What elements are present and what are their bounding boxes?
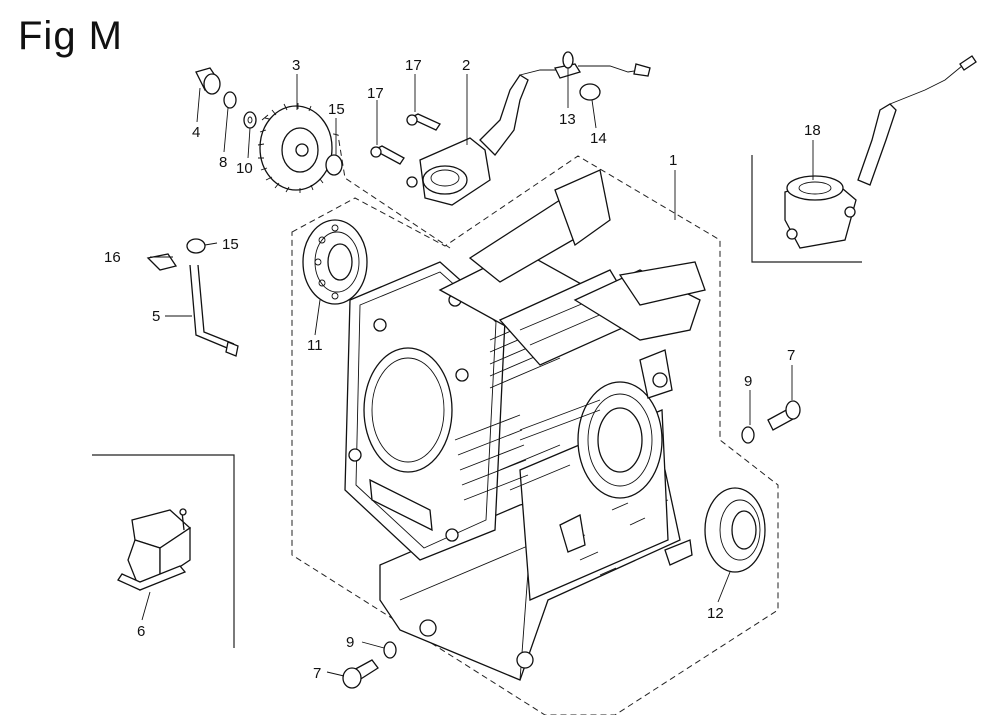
part-9a-washer [741, 426, 755, 444]
part-15a-nut [325, 154, 343, 176]
figure-title: Fig M [18, 14, 123, 58]
callout-9-lower: 9 [346, 634, 354, 651]
callout-10: 10 [236, 160, 253, 177]
callout-8: 8 [219, 154, 227, 171]
part-3-gear [257, 103, 333, 193]
callout-17-upper: 17 [405, 57, 422, 74]
part-16-clip [146, 253, 178, 271]
callout-6: 6 [137, 623, 145, 640]
part-13-clip [562, 51, 574, 69]
part-7b-bolt [342, 659, 379, 689]
part-17a-screw [406, 113, 441, 131]
leader-lines [141, 68, 814, 677]
part-14-nut [579, 83, 601, 101]
callout-4: 4 [192, 124, 200, 141]
callout-15-upper: 15 [328, 101, 345, 118]
part-2-elbow [406, 63, 651, 206]
callout-17-lower: 17 [367, 85, 384, 102]
part-6-bracket [117, 508, 192, 591]
crankcase [344, 169, 706, 681]
part-18-solenoid [784, 55, 977, 249]
part-11-bearing [302, 219, 368, 305]
callout-11: 11 [307, 337, 323, 354]
callout-1: 1 [669, 152, 677, 169]
callout-15-lower: 15 [222, 236, 239, 253]
callout-7-upper: 7 [787, 347, 795, 364]
callout-16: 16 [104, 249, 121, 266]
callout-7-lower: 7 [313, 665, 321, 682]
callout-18: 18 [804, 122, 821, 139]
callout-2: 2 [462, 57, 470, 74]
part-8-washer [223, 91, 237, 109]
part-12-oil-seal [704, 487, 766, 573]
callout-5: 5 [152, 308, 160, 325]
inset-frame-6 [92, 454, 235, 648]
part-9b-washer [383, 641, 397, 659]
part-7a-bolt [767, 400, 801, 431]
callout-13: 13 [559, 111, 576, 128]
part-5-rod [189, 264, 239, 357]
gear-group-outline [264, 117, 451, 249]
callout-9-upper: 9 [744, 373, 752, 390]
callout-3: 3 [292, 57, 300, 74]
callout-14: 14 [590, 130, 607, 147]
part-10-washer [243, 111, 257, 129]
part-17b-screw [370, 145, 405, 165]
part-15b-nut [186, 238, 206, 254]
callout-labels: 1 2 3 4 5 6 7 7 8 9 9 10 11 12 13 14 15 … [104, 57, 821, 682]
inset-frame-18 [751, 155, 862, 263]
callout-12: 12 [707, 605, 724, 622]
crankcase-group-outline [291, 155, 779, 715]
part-4-bolt [195, 67, 221, 95]
